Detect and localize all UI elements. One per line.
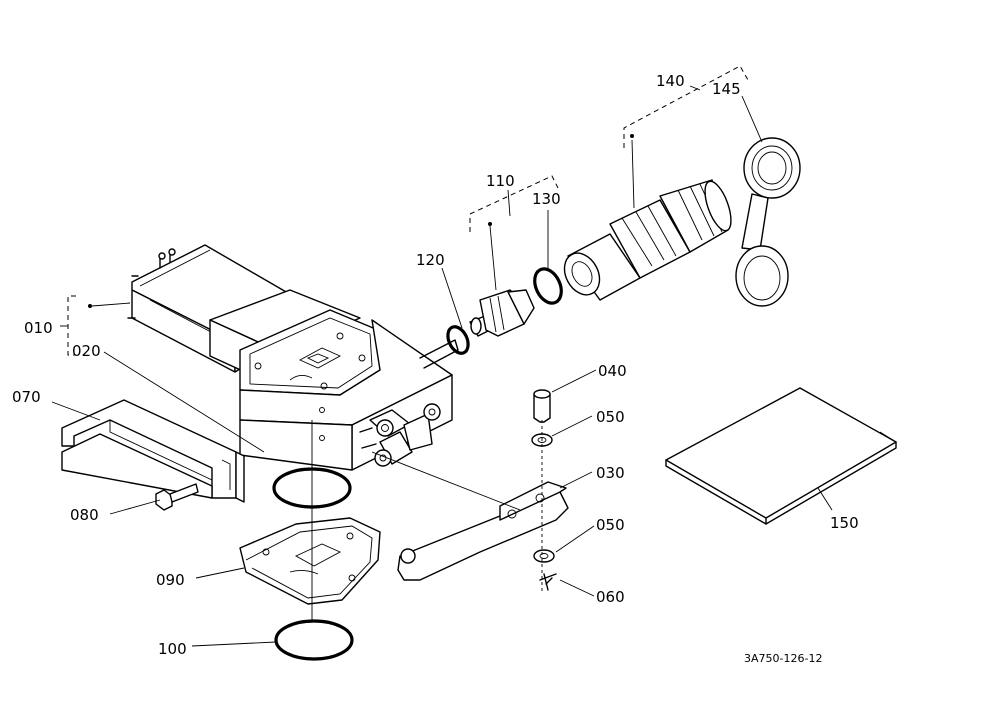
- label-010: 010: [24, 319, 53, 337]
- label-130: 130: [532, 190, 561, 208]
- o-ring-120: [446, 325, 470, 355]
- label-030: 030: [596, 464, 625, 482]
- label-090: 090: [156, 571, 185, 589]
- label-145: 145: [712, 80, 741, 98]
- label-140: 140: [656, 72, 685, 90]
- bracket-part: [61, 399, 245, 503]
- lever-030: [397, 481, 569, 581]
- label-110: 110: [486, 172, 515, 190]
- drawing-reference: 3A750-126-12: [744, 652, 822, 665]
- o-ring-100: [274, 619, 354, 661]
- pin-040: [533, 389, 551, 423]
- o-ring-130: [533, 267, 563, 305]
- washer-050-bottom: [533, 549, 555, 563]
- label-050-top: 050: [596, 408, 625, 426]
- label-150: 150: [830, 514, 859, 532]
- cotter-pin-060: [539, 573, 557, 591]
- label-020: 020: [72, 342, 101, 360]
- label-050-bottom: 050: [596, 516, 625, 534]
- quick-coupler: [563, 179, 732, 301]
- bracket-110: [469, 175, 559, 232]
- label-120: 120: [416, 251, 445, 269]
- label-080: 080: [70, 506, 99, 524]
- bolt-080: [155, 483, 199, 511]
- label-100: 100: [158, 640, 187, 658]
- instruction-booklet-150: [665, 387, 897, 525]
- bracket-010: [67, 295, 76, 356]
- label-070: 070: [12, 388, 41, 406]
- label-040: 040: [598, 362, 627, 380]
- cover-plate-090: [239, 517, 381, 605]
- label-060: 060: [596, 588, 625, 606]
- adapter-fitting: [469, 289, 535, 337]
- control-valve-body: [127, 244, 459, 471]
- dust-cap-145: [735, 137, 801, 307]
- bracket-140: [623, 65, 749, 148]
